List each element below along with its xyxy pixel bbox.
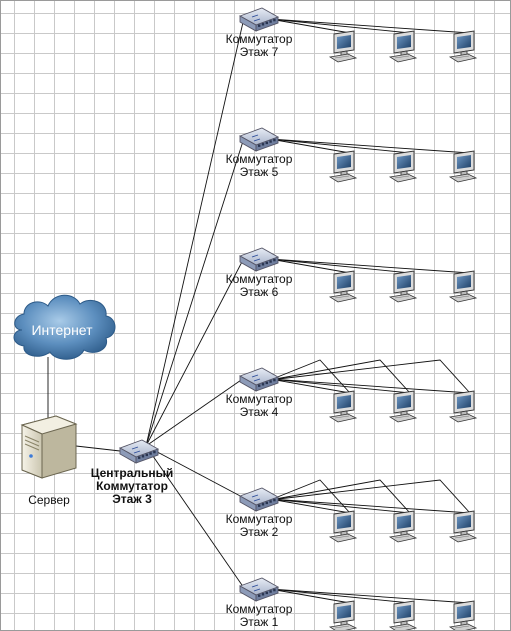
computer-icon-floor7-2 bbox=[388, 30, 418, 63]
internet-label: Интернет bbox=[31, 322, 93, 338]
switch-icon-floor5 bbox=[238, 127, 280, 152]
server-label: Сервер bbox=[28, 493, 70, 507]
computer-icon-floor2-2 bbox=[388, 510, 418, 543]
switch-label-line1: Коммутатор bbox=[225, 392, 293, 406]
computer-icon-floor2-1 bbox=[328, 510, 358, 543]
switch-label-line1: Коммутатор bbox=[225, 512, 293, 526]
internet-cloud-icon bbox=[13, 294, 116, 360]
computer-icon-floor5-2 bbox=[388, 150, 418, 183]
computer-icon-floor6-1 bbox=[328, 270, 358, 303]
computer-icon-floor5-1 bbox=[328, 150, 358, 183]
switch-label-floor1: Коммутатор Этаж 1 bbox=[214, 603, 304, 629]
switch-label-line2: Этаж 7 bbox=[239, 45, 279, 59]
switch-label-line1: Коммутатор bbox=[225, 32, 293, 46]
computer-icon-floor6-3 bbox=[448, 270, 478, 303]
computer-icon-floor6-2 bbox=[388, 270, 418, 303]
computer-icon-floor4-1 bbox=[328, 390, 358, 423]
computer-icon-floor1-2 bbox=[388, 600, 418, 631]
switch-icon-floor2 bbox=[238, 487, 280, 512]
switch-label-floor7: Коммутатор Этаж 7 bbox=[214, 33, 304, 59]
connection-lines bbox=[47, 17, 471, 604]
switch-label-floor4: Коммутатор Этаж 4 bbox=[214, 393, 304, 419]
switch-label-line2: Этаж 1 bbox=[239, 615, 279, 629]
switch-label-line2: Этаж 6 bbox=[239, 285, 279, 299]
switch-label-floor5: Коммутатор Этаж 5 bbox=[214, 153, 304, 179]
switch-label-line2: Этаж 2 bbox=[239, 525, 279, 539]
computer-icon-floor4-3 bbox=[448, 390, 478, 423]
computer-icon-floor5-3 bbox=[448, 150, 478, 183]
switch-label-line2: Этаж 5 bbox=[239, 165, 279, 179]
switch-icon-floor4 bbox=[238, 367, 280, 392]
switch-label-line1: Коммутатор bbox=[225, 152, 293, 166]
central-switch-label-line3: Этаж 3 bbox=[112, 492, 152, 506]
central-switch-icon bbox=[118, 439, 160, 464]
switch-label-floor6: Коммутатор Этаж 6 bbox=[214, 273, 304, 299]
computer-icon-floor1-1 bbox=[328, 600, 358, 631]
central-switch-label-line1: Центральный bbox=[90, 466, 174, 480]
switch-label-line2: Этаж 4 bbox=[239, 405, 279, 419]
computer-icon-floor7-1 bbox=[328, 30, 358, 63]
central-switch-label-line2: Коммутатор bbox=[96, 479, 168, 493]
computer-icon-floor1-3 bbox=[448, 600, 478, 631]
server-icon bbox=[20, 415, 78, 479]
switch-icon-floor1 bbox=[238, 577, 280, 602]
computer-icon-floor4-2 bbox=[388, 390, 418, 423]
computer-icon-floor7-3 bbox=[448, 30, 478, 63]
central-switch-label: Центральный Коммутатор Этаж 3 bbox=[82, 467, 182, 506]
switch-label-floor2: Коммутатор Этаж 2 bbox=[214, 513, 304, 539]
switch-label-line1: Коммутатор bbox=[225, 602, 293, 616]
switch-icon-floor6 bbox=[238, 247, 280, 272]
switch-label-line1: Коммутатор bbox=[225, 272, 293, 286]
computer-icon-floor2-3 bbox=[448, 510, 478, 543]
switch-icon-floor7 bbox=[238, 7, 280, 32]
